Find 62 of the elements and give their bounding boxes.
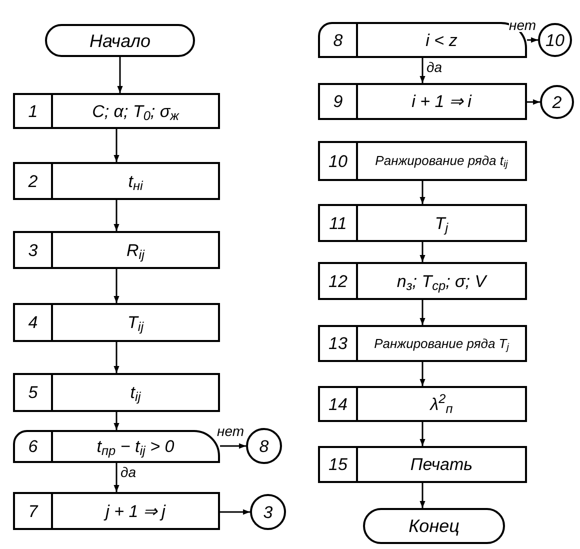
step-number: 1 <box>28 102 38 120</box>
arrow <box>420 181 426 204</box>
arrow <box>117 57 123 93</box>
connector-number: 8 <box>259 438 269 454</box>
connector-number: 10 <box>546 32 564 48</box>
arrow <box>420 300 426 325</box>
arrow <box>420 483 426 508</box>
process-box <box>13 373 220 412</box>
terminal-label: Конец <box>408 517 460 535</box>
step-text: i + 1 ⇒ i <box>412 93 472 110</box>
step-number: 2 <box>28 172 38 190</box>
step-number: 14 <box>328 396 348 412</box>
step-text: Ранжирование ряда T$_{j}$ <box>374 336 509 350</box>
arrow <box>420 362 426 386</box>
process-box <box>318 262 527 300</box>
step-text: t$_{нi}$ <box>128 172 143 190</box>
arrow <box>527 99 540 105</box>
arrow <box>420 58 426 83</box>
process-box <box>318 141 527 181</box>
step-text: j + 1 ⇒ j <box>106 502 166 520</box>
step-text: i < z <box>426 32 458 48</box>
step-text: C; α; T$_{0}$; σ$_{ж}$ <box>92 102 179 120</box>
arrow <box>114 342 120 373</box>
arrow <box>114 412 120 430</box>
step-number: 11 <box>329 214 347 232</box>
terminal-label: Начало <box>89 32 151 50</box>
arrow <box>420 422 426 446</box>
arrow <box>114 269 120 303</box>
arrow <box>220 509 250 515</box>
arrow <box>527 37 538 43</box>
arrow <box>114 129 120 162</box>
arrow <box>114 463 120 492</box>
connector-number: 3 <box>263 504 273 520</box>
step-text: Ранжирование ряда t$_{ij}$ <box>375 154 508 168</box>
step-number: 8 <box>333 32 343 48</box>
connector-number: 2 <box>552 94 562 110</box>
process-box <box>13 93 220 129</box>
arrow <box>220 443 246 449</box>
step-number: 5 <box>28 384 38 401</box>
edge-label: да <box>120 465 136 479</box>
step-number: 10 <box>328 152 348 170</box>
step-number: 9 <box>333 93 343 110</box>
edge-label: да <box>426 60 442 74</box>
step-number: 13 <box>328 335 348 352</box>
step-text: Печать <box>410 456 473 473</box>
step-number: 15 <box>328 456 348 473</box>
process-box <box>318 83 527 120</box>
process-box <box>318 325 527 362</box>
step-number: 7 <box>28 502 38 520</box>
arrow <box>114 200 120 231</box>
process-box <box>318 446 527 483</box>
step-number: 12 <box>328 272 348 290</box>
step-number: 4 <box>28 314 38 331</box>
process-box <box>318 386 527 422</box>
step-number: 3 <box>28 242 38 258</box>
process-box <box>13 162 220 200</box>
process-box <box>13 231 220 269</box>
step-number: 6 <box>28 438 38 455</box>
arrow <box>420 242 426 262</box>
process-box <box>13 303 220 342</box>
process-box <box>13 492 220 530</box>
process-box <box>318 204 527 242</box>
